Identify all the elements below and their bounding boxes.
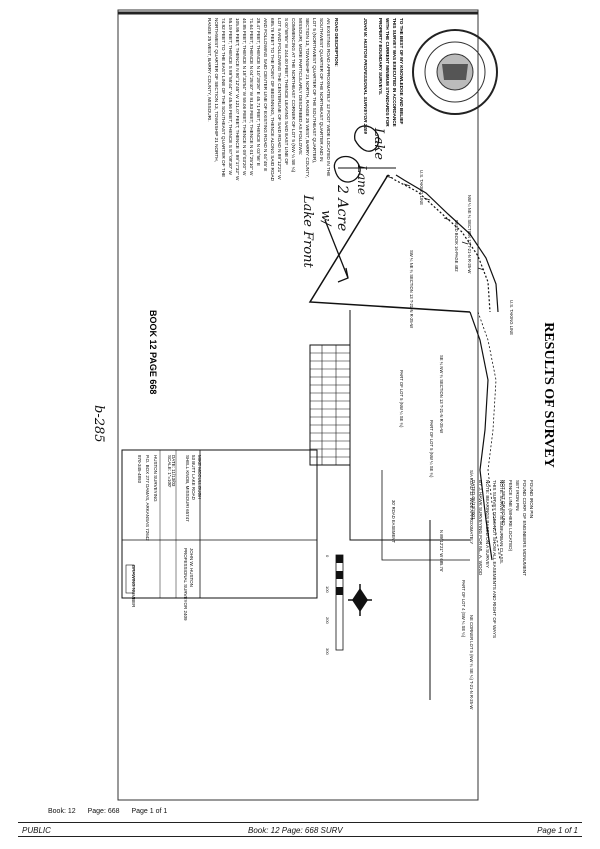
svg-text:S 00°58'55" W 244.00 FEET; THE: S 00°58'55" W 244.00 FEET; THENCE LEAVIN…	[284, 18, 289, 165]
svg-text:MISSOURI; MORE PARTICULARLY DE: MISSOURI; MORE PARTICULARLY DESCRIBED AS…	[298, 18, 303, 155]
svg-text:53 BUTT LAKE ROAD: 53 BUTT LAKE ROAD	[191, 455, 196, 501]
svg-text:AND FOLLOWING SAID CENTER LINE: AND FOLLOWING SAID CENTER LINE OF EXISTI…	[263, 18, 268, 171]
public-label: PUBLIC	[22, 826, 51, 835]
legend: FOUND IRON PIN FOUND CORP. OF ENGINEERS …	[501, 480, 534, 576]
svg-text:71.64 FEET; THENCE N 04°25'40": 71.64 FEET; THENCE N 04°25'40" W 91.83 F…	[249, 18, 254, 176]
tract-boundary	[308, 167, 501, 700]
svg-text:JOHN W. HUSTON PROFESSIONAL: JOHN W. HUSTON PROFESSIONAL SURVEYOR 240…	[363, 18, 368, 134]
handwritten-text: Lake Lane 2 Acre w/ Lake Front b-285	[91, 127, 386, 443]
svg-text:BY J. HAWK SURVEYING FOR ML. A: BY J. HAWK SURVEYING FOR ML. A. WOOD	[478, 480, 483, 576]
svg-text:NOTE: BEARINGS BASED ON A SURV: NOTE: BEARINGS BASED ON A SURVEY	[485, 480, 490, 568]
svg-text:300: 300	[325, 648, 330, 655]
svg-text:Lane: Lane	[355, 164, 369, 195]
svg-text:NW ¼ NE ¼ SECTION 13 T-21-N R-: NW ¼ NE ¼ SECTION 13 T-21-N R-25-W	[467, 195, 472, 273]
page-count-label: Page 1 of 1	[537, 826, 578, 835]
svg-text:870-345-4893: 870-345-4893	[137, 455, 142, 484]
svg-text:NOTE: SURVEY IS SUBURBAN CLASS: NOTE: SURVEY IS SUBURBAN CLASS.	[499, 480, 504, 564]
svg-text:PROPERTY BOUNDARY SURVEYS.: PROPERTY BOUNDARY SURVEYS.	[378, 18, 383, 95]
svg-text:FOUND IRON PIN: FOUND IRON PIN	[529, 480, 534, 518]
svg-text:w/: w/	[318, 210, 333, 227]
book-page-label: Book: 12 Page: 668 SURV	[248, 826, 343, 835]
svg-text:NOT SET OR FOUND: NOT SET OR FOUND	[501, 480, 506, 526]
footer-book: Book: 12	[48, 808, 76, 815]
sheet-border	[117, 9, 479, 801]
svg-text:DRAWING NUMBER: DRAWING NUMBER	[131, 565, 136, 608]
svg-text:SHELL KNOB, MISSOURI 65747: SHELL KNOB, MISSOURI 65747	[185, 455, 190, 522]
svg-text:40.85 FEET; THENCE N 18°33'54": 40.85 FEET; THENCE N 18°33'54" W 59.06 F…	[242, 18, 247, 176]
svg-text:P.O. BOX 277 DAMAS, ARKANSAS: P.O. BOX 277 DAMAS, ARKANSAS 72642	[145, 455, 150, 541]
svg-text:28.47 FEET; THENCE N 10°29'26": 28.47 FEET; THENCE N 10°29'26" E 45.71 F…	[256, 18, 261, 166]
svg-text:74.92 FEET TO THE EAST LINE OF: 74.92 FEET TO THE EAST LINE OF THE SOUTH…	[221, 18, 226, 177]
scan-footer: Book: 12 Page: 668 Page 1 of 1	[48, 808, 177, 815]
svg-text:HUSTON SURVEYING: HUSTON SURVEYING	[153, 455, 158, 502]
svg-text:0: 0	[325, 555, 330, 558]
svg-text:TO THE BEST OF MY KNOWLEDGE AN: TO THE BEST OF MY KNOWLEDGE AND BELIEF	[399, 18, 404, 125]
svg-text:Lake Front: Lake Front	[300, 194, 315, 269]
svg-text:BOOK 12 PAGE 668: BOOK 12 PAGE 668	[148, 310, 158, 394]
title-block: MIKE MCCULLOUGH 53 BUTT LAKE ROAD SHELL …	[121, 449, 318, 621]
svg-text:THIS SURVEY WAS EXECUTED IN AC: THIS SURVEY WAS EXECUTED IN ACCORDANCE	[392, 18, 397, 127]
svg-text:PROFESSIONAL SURVEYOR 2409: PROFESSIONAL SURVEYOR 2409	[183, 548, 188, 621]
svg-text:b-285: b-285	[91, 405, 106, 443]
svg-text:SE ¼ NW ¼ SECTION 13 T-21-N R-: SE ¼ NW ¼ SECTION 13 T-21-N R-25-W	[439, 355, 444, 433]
svg-text:DATED 06/13/2001.: DATED 06/13/2001.	[471, 480, 476, 521]
svg-text:COMMENCING AT THE NORTHEAST CO: COMMENCING AT THE NORTHEAST CORNER OF LO…	[291, 18, 296, 173]
certification-text: TO THE BEST OF MY KNOWLEDGE AND BELIEF T…	[363, 18, 404, 134]
svg-text:RANGE 25 WEST, BARRY COUNTY, M: RANGE 25 WEST, BARRY COUNTY, MISSOURI.	[207, 18, 212, 122]
svg-text:WITH THE CURRENT MINIMUM STAND: WITH THE CURRENT MINIMUM STANDARDS FOR	[385, 18, 390, 127]
svg-text:JOHN W. HUSTON: JOHN W. HUSTON	[189, 548, 194, 587]
svg-text:SET IRON PIN: SET IRON PIN	[515, 480, 520, 511]
plat-labels: U.S. TAKING LINE U.S. TAKING LINE NW ¼ N…	[391, 170, 514, 709]
top-rule	[18, 822, 582, 823]
book-page-margin: BOOK 12 PAGE 668	[148, 310, 158, 394]
bearing-table	[309, 344, 351, 466]
survey-title: RESULTS OF SURVEY	[541, 322, 556, 468]
svg-text:PART OF LOT 5 (NW ¼ SE ¼): PART OF LOT 5 (NW ¼ SE ¼)	[399, 370, 404, 428]
svg-text:FENCE LINE (WHERE LOCATED): FENCE LINE (WHERE LOCATED)	[508, 480, 513, 552]
svg-text:S/A ROAD 12' WIDE APPROXIMATEL: S/A ROAD 12' WIDE APPROXIMATELY	[469, 470, 474, 544]
svg-text:DEED BOOK 16-PAGE 482: DEED BOOK 16-PAGE 482	[454, 220, 459, 272]
svg-text:AN EXISTING ROAD APPROXIMATELY: AN EXISTING ROAD APPROXIMATELY 12 FOOT W…	[326, 18, 331, 176]
svg-text:U.S. TAKING LINE: U.S. TAKING LINE	[419, 170, 424, 205]
svg-text:LOT 5 AND FOLLOWING THE CENTER: LOT 5 AND FOLLOWING THE CENTERLINE OF SA…	[277, 18, 282, 180]
surveyor-seal	[412, 29, 498, 115]
handwritten-annotations	[324, 125, 380, 283]
footer-page: Page: 668	[87, 808, 120, 815]
footer-page-of: Page 1 of 1	[131, 808, 168, 815]
svg-text:ROAD DESCRIPTION:: ROAD DESCRIPTION:	[334, 18, 339, 67]
svg-text:PART OF LOT 5 (NW ¼ SE ¼): PART OF LOT 5 (NW ¼ SE ¼)	[429, 420, 434, 478]
svg-text:NE CORNER LOT 5 (NW ¼ SE ¼) T-: NE CORNER LOT 5 (NW ¼ SE ¼) T-21-N R-25-…	[469, 615, 474, 709]
svg-text:LOT 5 (NORTHWEST QUARTER OF TH: LOT 5 (NORTHWEST QUARTER OF THE SOUTHEAS…	[312, 18, 317, 163]
svg-text:100: 100	[325, 586, 330, 593]
svg-text:PART OF LOT 4 (SW ¼ SE ¼): PART OF LOT 4 (SW ¼ SE ¼)	[461, 580, 466, 638]
svg-text:FOUND CORP. OF ENGINEERS MONUM: FOUND CORP. OF ENGINEERS MONUMENT	[522, 480, 527, 576]
svg-text:NORTHWEST QUARTER OF SECTION 1: NORTHWEST QUARTER OF SECTION 13, TOWNSHI…	[214, 18, 219, 162]
svg-text:55.19 FEET; THENCE S 89°55'44": 55.19 FEET; THENCE S 89°55'44" W 45.56 F…	[228, 18, 233, 176]
svg-text:THIS SURVEY DOES NOT SHOW ALL: THIS SURVEY DOES NOT SHOW ALL EASEMENTS …	[492, 480, 497, 638]
road-curve-ticks	[385, 175, 485, 271]
north-arrow-icon	[348, 584, 372, 616]
svg-text:200: 200	[325, 617, 330, 624]
svg-text:Lake: Lake	[371, 127, 386, 160]
svg-text:SECTION 13, TOWNSHIP 21 NORTH,: SECTION 13, TOWNSHIP 21 NORTH, RANGE 25 …	[305, 18, 310, 178]
svg-text:SCALE: 1"=100': SCALE: 1"=100'	[167, 455, 172, 487]
svg-text:SOUTHWEST QUARTER OF THE NORTH: SOUTHWEST QUARTER OF THE NORTHEAST QUART…	[319, 18, 324, 162]
svg-text:DATE: 11/13/03: DATE: 11/13/03	[171, 455, 176, 487]
survey-notes: NOTE: SURVEY IS SUBURBAN CLASS. THIS SUR…	[471, 480, 504, 638]
road-description: ROAD DESCRIPTION: AN EXISTING ROAD APPRO…	[207, 18, 339, 182]
svg-text:MIKE MCCULLOUGH: MIKE MCCULLOUGH	[197, 455, 202, 499]
svg-text:SW ¼ NE ¼ SECTION 13 T-21-N R-: SW ¼ NE ¼ SECTION 13 T-21-N R-25-W	[409, 250, 414, 328]
svg-text:685.76 FEET TO THE POINT OF BE: 685.76 FEET TO THE POINT OF BEGINNING, T…	[270, 18, 275, 182]
svg-text:U.S. TAKING LINE: U.S. TAKING LINE	[509, 300, 514, 335]
svg-text:105.95 FEET; THENCE N 80°12'45: 105.95 FEET; THENCE N 80°12'45" W 121.07…	[235, 18, 240, 181]
svg-text:2 Acre: 2 Acre	[334, 184, 350, 231]
bottom-rule	[18, 836, 582, 837]
scale-bar: 0 100 200 300	[325, 554, 344, 655]
svg-text:N 89°12'21" W 685.76': N 89°12'21" W 685.76'	[439, 530, 444, 572]
svg-text:30' ROAD EASEMENT: 30' ROAD EASEMENT	[391, 500, 396, 543]
